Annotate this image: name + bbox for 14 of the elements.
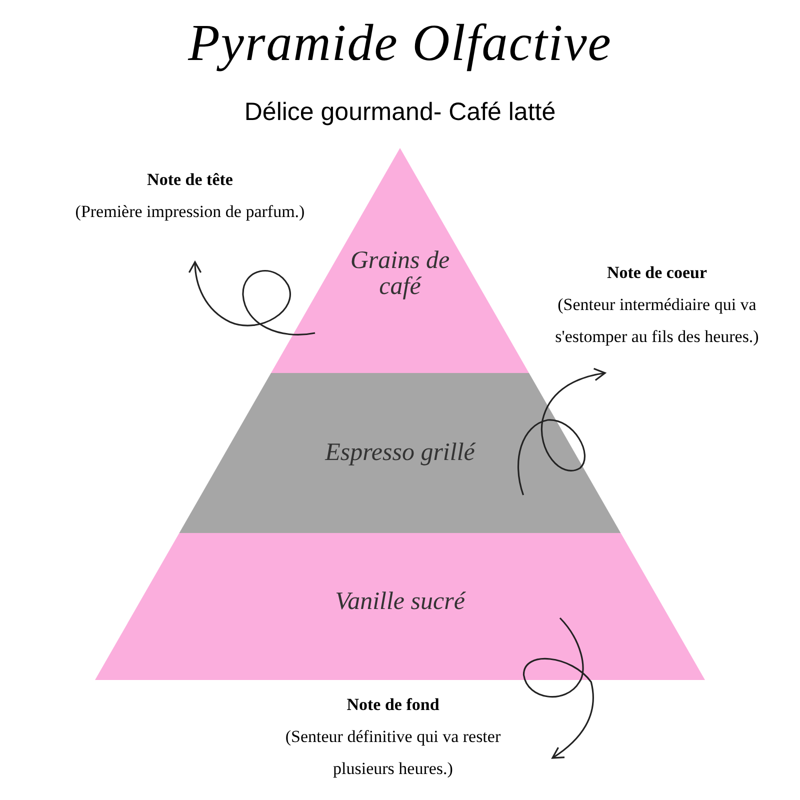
curly-arrow [518, 368, 606, 496]
layer-label: Vanille sucré [335, 589, 465, 616]
layer-label: Grains de café [349, 248, 451, 300]
title: Pyramide Olfactive [186, 14, 613, 73]
note-heading: Note de coeur [606, 262, 708, 284]
note-heading: Note de tête [146, 169, 234, 191]
curly-arrow [522, 617, 594, 759]
note-description: (Senteur intermédiaire qui va s'estomper au fils des heures.) [554, 294, 760, 348]
note-heading: Note de fond [346, 694, 440, 716]
curly-arrow [188, 261, 316, 336]
layer-label: Espresso grillé [325, 440, 475, 466]
note-description: (Senteur définitive qui va rester plusieurs heures.) [284, 726, 502, 780]
subtitle: Délice gourmand- Café latté [243, 98, 557, 127]
note-description: (Première impression de parfum.) [74, 201, 306, 223]
